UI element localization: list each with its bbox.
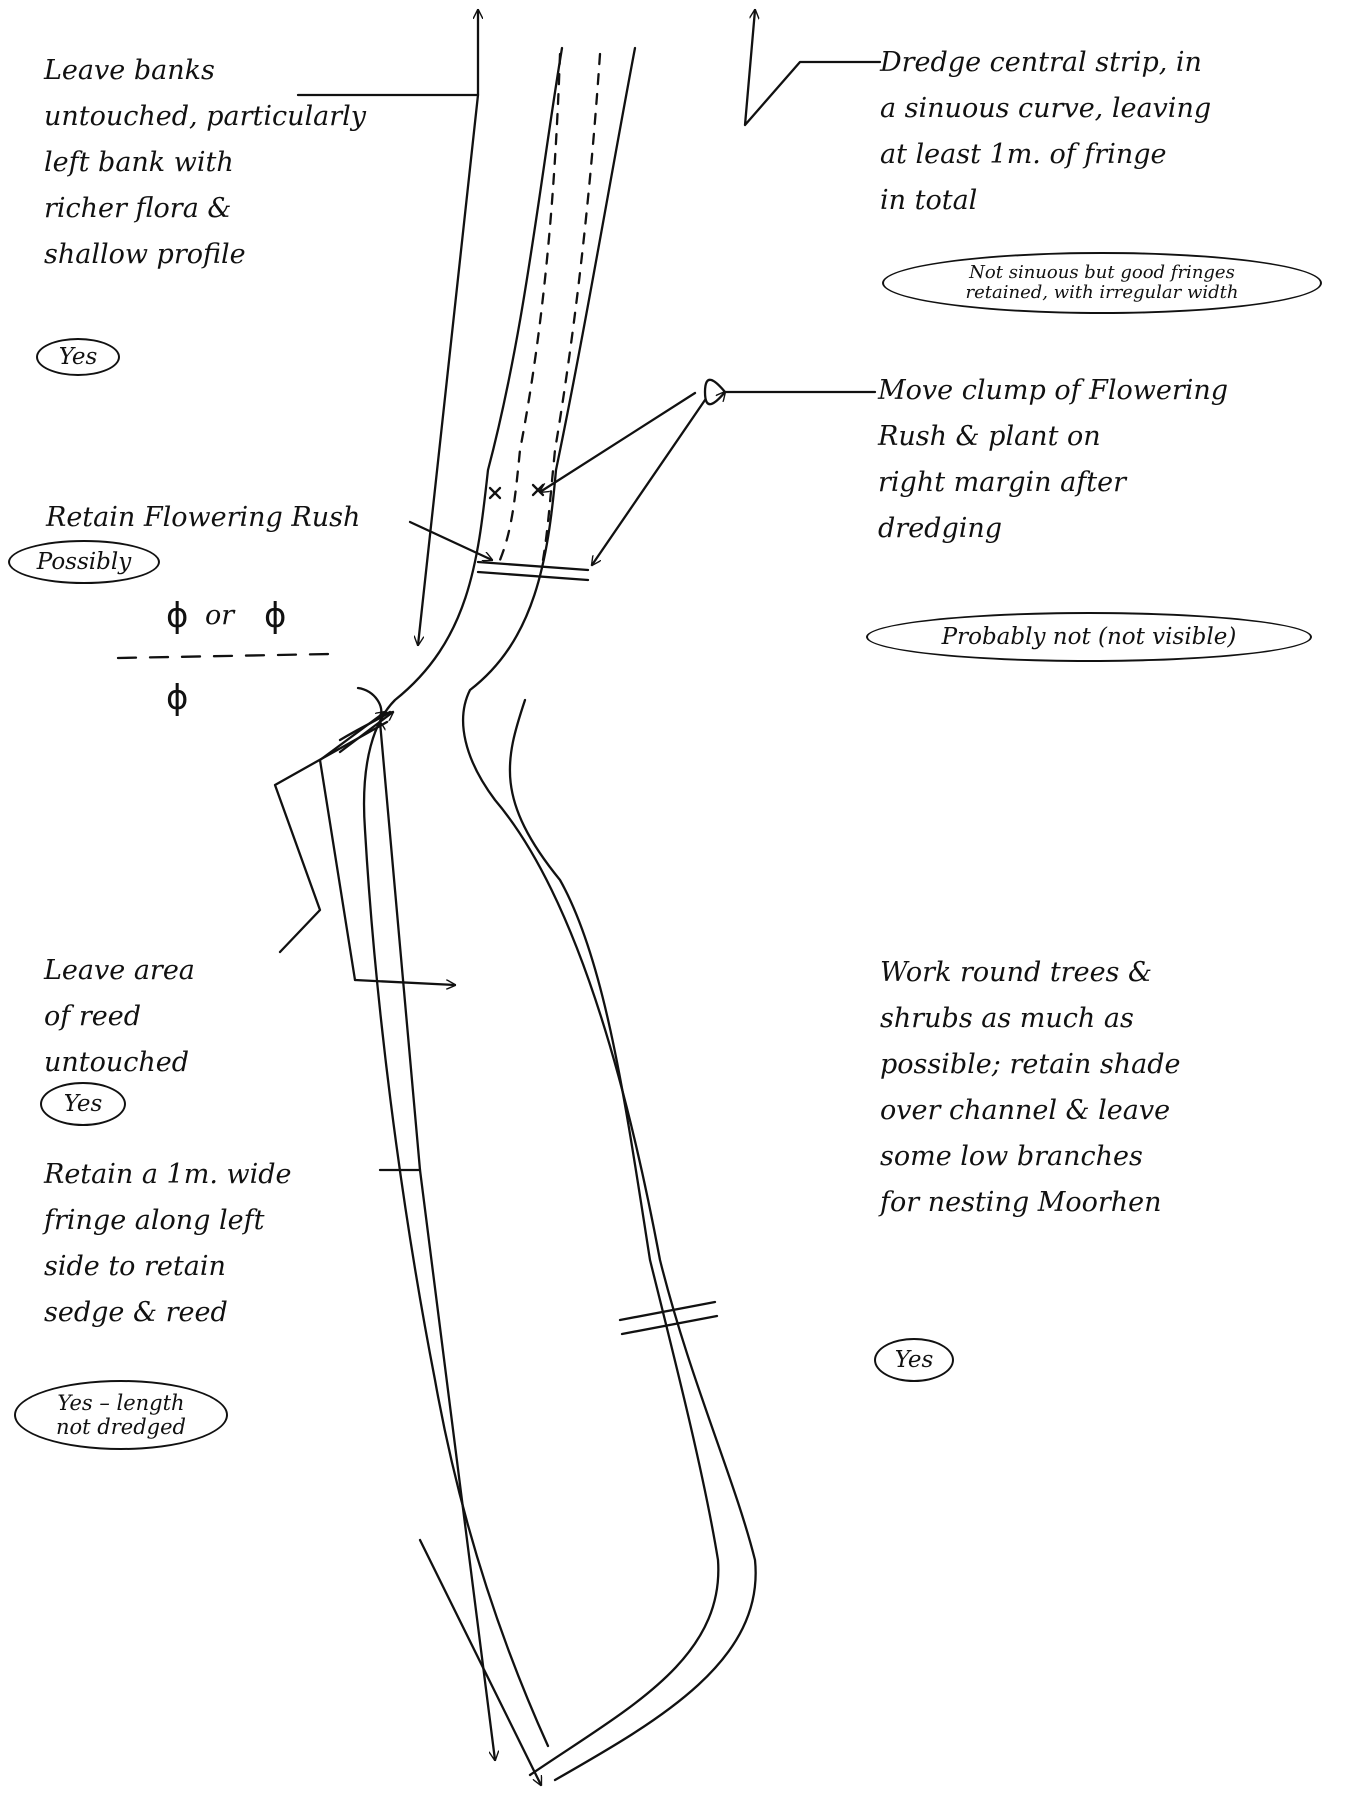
arrow-clump-right (592, 400, 705, 565)
note-line: over channel & leave (880, 1088, 1181, 1134)
channel-inner-bank (510, 700, 718, 1775)
note-line: Leave banks (44, 48, 366, 94)
note-line: right margin after (878, 460, 1228, 506)
note-line: sedge & reed (44, 1290, 292, 1336)
verdict-line: not dredged (56, 1415, 186, 1439)
note-line: at least 1m. of fringe (880, 132, 1211, 178)
note-line: Retain a 1m. wide (44, 1152, 292, 1198)
divider-dashed (118, 654, 330, 658)
verdict-dredge: Not sinuous but good fringes retained, w… (882, 252, 1322, 314)
note-line: of reed (44, 994, 195, 1040)
note-line: fringe along left (44, 1198, 292, 1244)
arrow-fringe (380, 722, 420, 1170)
phi-symbol: ɸ (166, 596, 188, 636)
verdict-banks: Yes (36, 338, 120, 376)
arrow-fringe-bottom (420, 1540, 541, 1785)
note-line: left bank with (44, 140, 366, 186)
phi-symbol: ɸ (264, 596, 286, 636)
channel-left-bank (364, 48, 562, 1746)
note-clump: Move clump of Flowering Rush & plant on … (878, 368, 1228, 552)
note-line: some low branches (880, 1134, 1181, 1180)
note-fringe: Retain a 1m. wide fringe along left side… (44, 1152, 292, 1336)
arrow-reed-right (355, 980, 455, 985)
note-line: Move clump of Flowering (878, 368, 1228, 414)
arrow-reed-up-2 (340, 712, 393, 752)
culvert-top (478, 562, 588, 580)
arrow-banks-left (418, 95, 478, 645)
note-line: shallow profile (44, 232, 366, 278)
note-line: possible; retain shade (880, 1042, 1181, 1088)
phi-symbol: ɸ (166, 678, 188, 718)
verdict-clump: Probably not (not visible) (866, 612, 1312, 662)
culvert-bottom (620, 1302, 717, 1334)
note-line: Retain Flowering Rush (46, 495, 360, 541)
rush-mark-1 (490, 488, 500, 498)
verdict-trees: Yes (874, 1338, 954, 1382)
note-reed-area: Leave area of reed untouched (44, 948, 195, 1086)
note-dredge: Dredge central strip, in a sinuous curve… (880, 40, 1211, 224)
note-line: dredging (878, 506, 1228, 552)
arrow-dredge (745, 10, 880, 125)
verdict-retain-rush: Possibly (8, 540, 160, 584)
note-line: richer flora & (44, 186, 366, 232)
note-line: Rush & plant on (878, 414, 1228, 460)
note-line: a sinuous curve, leaving (880, 86, 1211, 132)
arrow-clump-start (540, 393, 695, 492)
verdict-line: retained, with irregular width (966, 283, 1239, 303)
note-line: for nesting Moorhen (880, 1180, 1181, 1226)
or-label: or (205, 600, 234, 631)
note-line: untouched, particularly (44, 94, 366, 140)
note-retain-rush: Retain Flowering Rush (46, 495, 360, 541)
arrow-clump (705, 380, 875, 404)
verdict-reed-area: Yes (40, 1082, 126, 1126)
verdict-line: Yes – length (57, 1391, 184, 1415)
note-line: shrubs as much as (880, 996, 1181, 1042)
verdict-line: Not sinuous but good fringes (969, 263, 1235, 283)
note-line: untouched (44, 1040, 195, 1086)
verdict-fringe: Yes – length not dredged (14, 1380, 228, 1450)
note-line: side to retain (44, 1244, 292, 1290)
note-line: in total (880, 178, 1211, 224)
note-banks: Leave banks untouched, particularly left… (44, 48, 366, 278)
note-line: Dredge central strip, in (880, 40, 1211, 86)
note-line: Work round trees & (880, 950, 1181, 996)
note-trees: Work round trees & shrubs as much as pos… (880, 950, 1181, 1226)
note-line: Leave area (44, 948, 195, 994)
arrow-reed-up (320, 712, 385, 980)
